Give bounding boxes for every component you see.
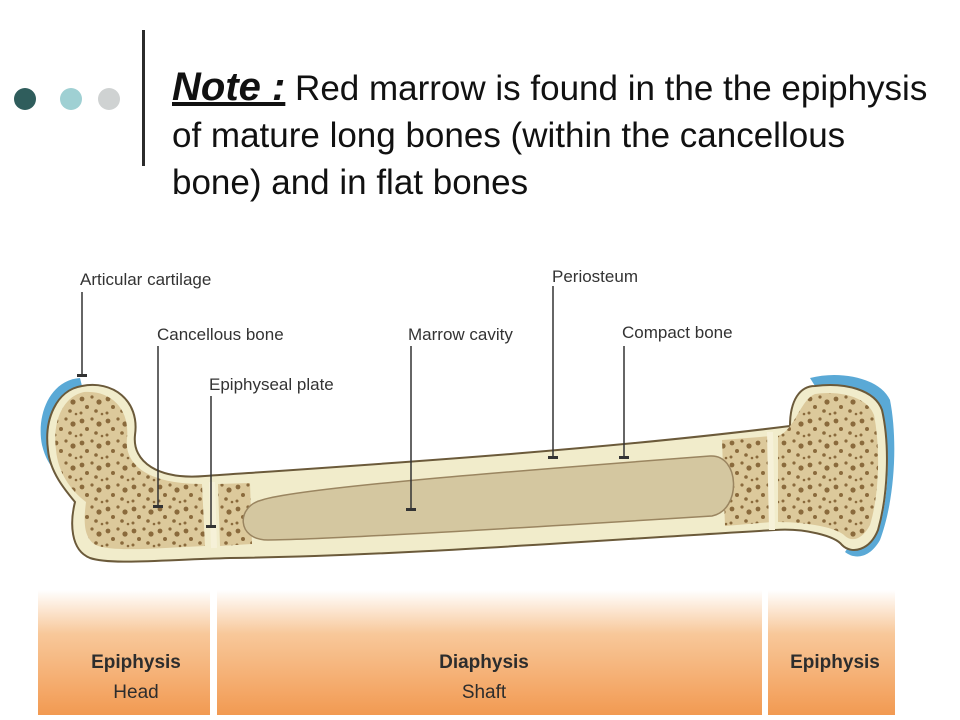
label-cancellous-bone: Cancellous bone xyxy=(157,325,284,344)
region-band-left xyxy=(38,590,210,715)
bullet-dot-gray xyxy=(98,88,120,110)
region-label-diaphysis: Diaphysis xyxy=(439,652,529,673)
region-label-epiphysis-right: Epiphysis xyxy=(790,652,880,673)
region-sublabel-shaft: Shaft xyxy=(462,682,507,703)
bullet-dot-teal xyxy=(60,88,82,110)
label-compact-bone: Compact bone xyxy=(622,323,733,342)
label-periosteum: Periosteum xyxy=(552,267,638,286)
label-marrow-cavity: Marrow cavity xyxy=(408,325,513,344)
bullet-dot-dark xyxy=(14,88,36,110)
cancellous-bone-inner-left xyxy=(218,483,252,546)
epiphyseal-plate-left xyxy=(209,481,217,549)
title-divider xyxy=(142,30,145,166)
cancellous-bone-left xyxy=(55,391,205,550)
note-label: Note : xyxy=(172,65,286,109)
epiphyseal-plate-right xyxy=(767,431,775,531)
leader-ticks xyxy=(77,374,629,528)
region-band-middle xyxy=(217,590,762,715)
note-text: Note : Red marrow is found in the the ep… xyxy=(172,64,932,206)
region-sublabel-head: Head xyxy=(113,682,158,703)
region-band-right xyxy=(768,590,895,715)
long-bone-diagram: Articular cartilage Cancellous bone Epip… xyxy=(38,267,895,715)
note-body: Red marrow is found in the the epiphysis… xyxy=(172,69,928,202)
marrow-cavity xyxy=(242,455,735,541)
region-label-epiphysis-left: Epiphysis xyxy=(91,652,181,673)
leader-lines xyxy=(81,286,625,526)
cancellous-bone-inner-right xyxy=(722,436,772,526)
label-epiphyseal-plate: Epiphyseal plate xyxy=(209,375,334,394)
cancellous-bone-right xyxy=(778,392,879,540)
label-articular-cartilage: Articular cartilage xyxy=(80,270,211,289)
